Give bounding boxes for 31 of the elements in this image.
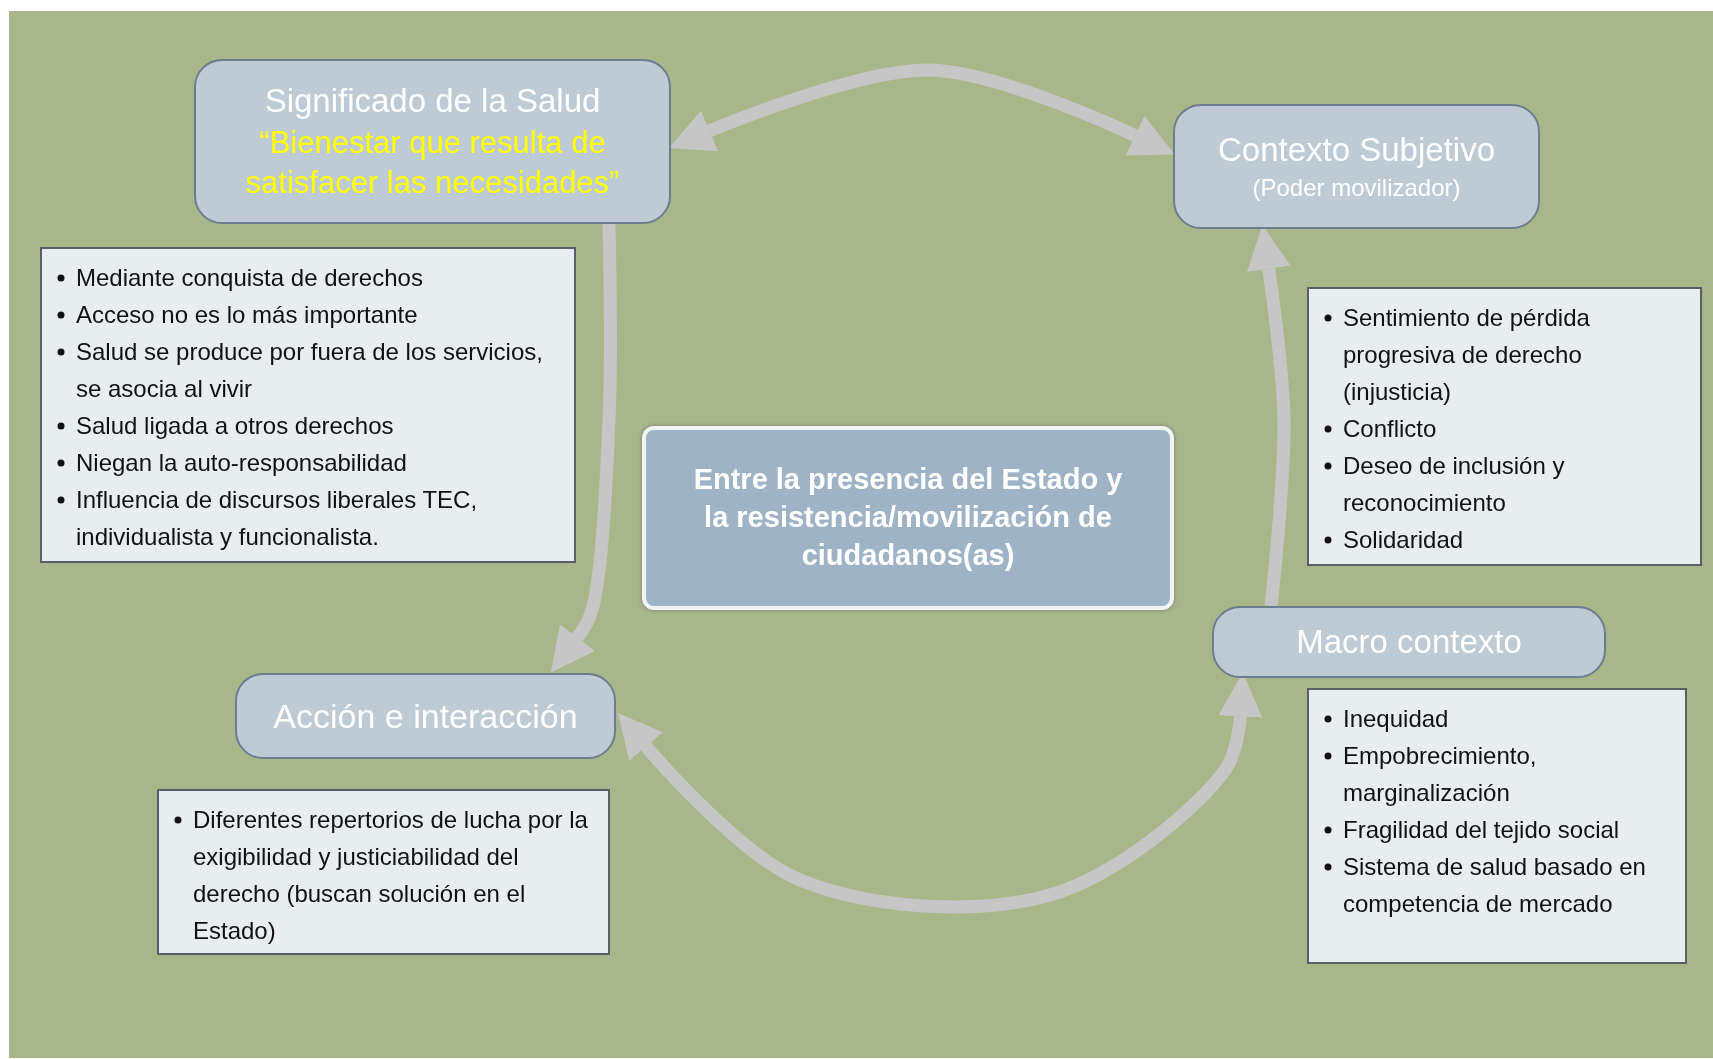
bullet-item: Empobrecimiento, marginalización <box>1343 742 1537 806</box>
bullet-list-box <box>40 247 576 563</box>
bullet-list-box <box>157 789 610 955</box>
bullet-item: Sentimiento de pérdida progresiva de derecho (injusticia) <box>1343 304 1590 405</box>
rounded-box <box>194 59 671 224</box>
bullet-list-box <box>1307 688 1687 964</box>
rounded-box <box>1173 104 1540 229</box>
bullet-item: Salud se produce por fuera de los servicios, se asocia al vivir <box>76 338 543 402</box>
box-title: Acción e interacción <box>272 695 579 737</box>
box-title: Entre la presencia del Estado y la resistencia/movilización de ciudadanos(as) <box>692 462 1124 573</box>
box-subtitle: “Bienestar que resulta de satisfacer las necesidades” <box>244 123 621 202</box>
bullet-item: Influencia de discursos liberales TEC, individualista y funcionalista. <box>76 486 478 550</box>
rounded-box <box>1212 606 1606 678</box>
box-title: Macro contexto <box>1295 621 1523 662</box>
bullet-item: Conflicto <box>1343 415 1437 442</box>
bullet-item: Salud ligada a otros derechos <box>76 412 394 439</box>
bullet-item: Diferentes repertorios de lucha por la exigibilidad y justiciabilidad del derecho (buscan solución en el Estado) <box>193 806 588 944</box>
box-title: Significado de la Salud <box>263 80 602 121</box>
bullet-item: Sistema de salud basado en competencia de mercado <box>1343 853 1646 917</box>
bullet-item: Niegan la auto-responsabilidad <box>76 449 407 476</box>
bullet-item: Acceso no es lo más importante <box>76 301 418 328</box>
bullet-item: Fragilidad del tejido social <box>1343 816 1620 843</box>
rounded-box <box>235 673 616 759</box>
bullet-item: Deseo de inclusión y reconocimiento <box>1343 452 1565 516</box>
bullet-item: Mediante conquista de derechos <box>76 264 423 291</box>
central-title-box <box>642 426 1174 610</box>
bullet-list-box <box>1307 287 1702 566</box>
box-title: Contexto Subjetivo <box>1217 130 1496 171</box>
box-subtitle: (Poder movilizador) <box>1251 173 1462 204</box>
bullet-item: Inequidad <box>1343 705 1449 732</box>
bullet-item: Solidaridad <box>1343 526 1464 553</box>
